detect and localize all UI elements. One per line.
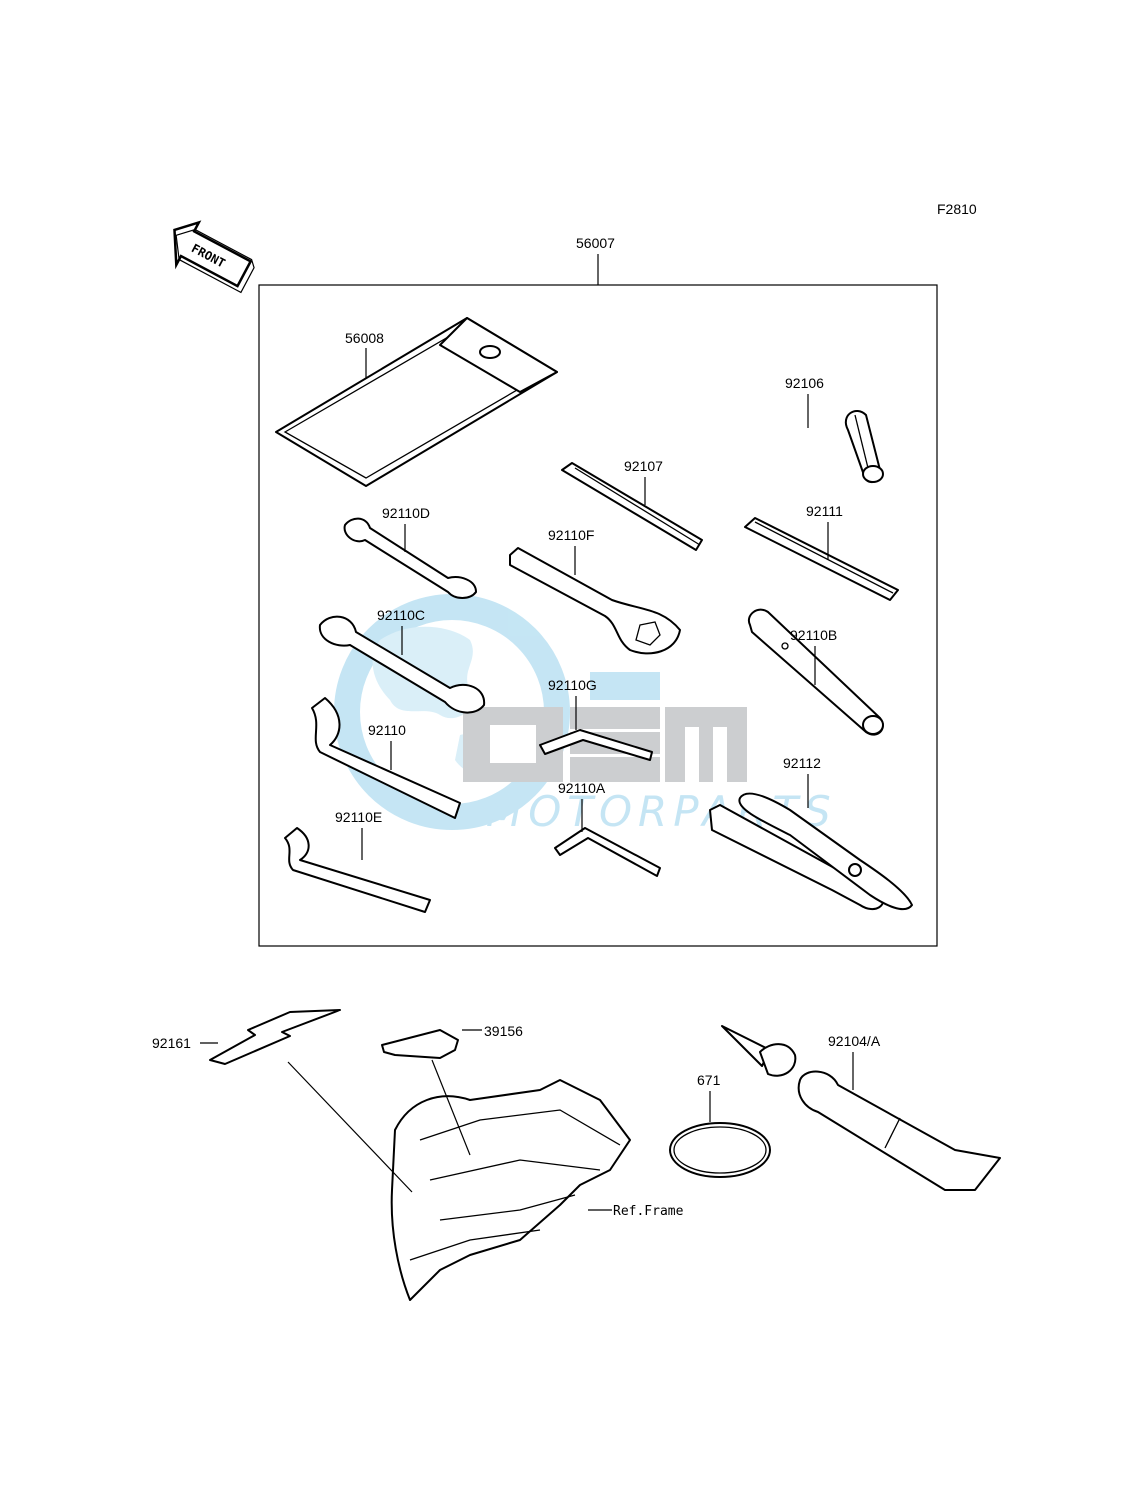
label-ref-frame: Ref.Frame — [613, 1204, 684, 1219]
label-92107: 92107 — [624, 458, 663, 474]
watermark-logo — [463, 672, 747, 782]
label-92110: 92110 — [368, 722, 406, 738]
label-92110B: 92110B — [790, 627, 837, 643]
label-92110D: 92110D — [382, 505, 430, 521]
label-92161: 92161 — [152, 1035, 191, 1051]
part-39156[interactable]: 39156 — [381, 1023, 523, 1059]
part-92110D[interactable]: 92110D — [343, 505, 477, 599]
label-92106: 92106 — [785, 375, 824, 391]
label-56008: 56008 — [345, 330, 384, 346]
part-92110A[interactable]: 92110A — [554, 780, 661, 877]
part-92112[interactable]: 92112 — [709, 755, 913, 911]
part-92111[interactable]: 92111 — [744, 503, 899, 601]
part-92110F[interactable]: 92110F — [509, 527, 681, 655]
label-671: 671 — [697, 1072, 721, 1088]
front-arrow-shape — [173, 220, 253, 288]
label-92111: 92111 — [806, 503, 843, 519]
part-92110B[interactable]: 92110B — [747, 608, 884, 736]
toolkit-box — [258, 284, 938, 947]
part-92107[interactable]: 92107 — [561, 458, 703, 551]
part-671[interactable]: 671 — [669, 1072, 771, 1178]
label-92110C: 92110C — [377, 607, 425, 623]
part-92110[interactable]: 92110 — [311, 697, 461, 819]
label-92110F: 92110F — [548, 527, 594, 543]
part-92110C[interactable]: 92110C — [318, 607, 486, 714]
part-56008[interactable]: 56008 — [275, 317, 558, 487]
part-92106[interactable]: 92106 — [785, 375, 884, 484]
part-92161[interactable]: 92161 — [152, 1009, 341, 1065]
label-92112: 92112 — [783, 755, 821, 771]
part-92110E[interactable]: 92110E — [284, 809, 431, 913]
figure-code: F2810 — [937, 201, 977, 217]
label-92110E: 92110E — [335, 809, 382, 825]
label-92110G: 92110G — [548, 677, 597, 693]
reference-frame: Ref.Frame — [287, 1059, 684, 1301]
part-92110G[interactable]: 92110G — [539, 677, 653, 761]
part-92104A[interactable]: 92104/A — [721, 1025, 1001, 1191]
label-92104A: 92104/A — [828, 1033, 881, 1049]
front-arrow: FRONT — [173, 220, 255, 294]
label-92110A: 92110A — [558, 780, 606, 796]
kit-label: 56007 — [576, 235, 615, 251]
label-39156: 39156 — [484, 1023, 523, 1039]
